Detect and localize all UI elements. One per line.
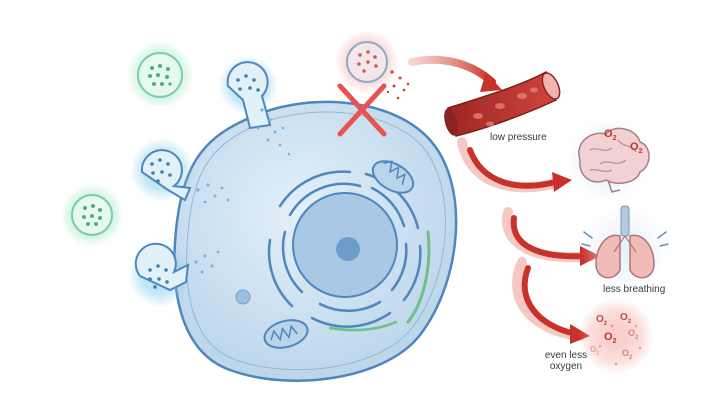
blocked-x-icon: [337, 83, 387, 137]
mitochondrion-icon: [371, 160, 415, 194]
svg-text:O2: O2: [596, 314, 608, 327]
mitochondrion-icon: [263, 319, 309, 349]
brain-icon: [566, 118, 650, 202]
even-less-oxygen-line1: even less: [544, 350, 588, 361]
svg-text:O2: O2: [590, 345, 599, 357]
nucleus-icon: [267, 170, 422, 328]
vesicle-icon: [335, 30, 410, 100]
vesicle-icon: [60, 183, 124, 247]
vesicle-icon: [218, 55, 291, 156]
lungs-icon: [581, 205, 669, 294]
vesicle-icon: [126, 41, 194, 109]
less-breathing-label: less breathing: [603, 284, 666, 295]
oxygen-cloud-icon: O2 O2 O2 O2 O2 O2: [578, 298, 654, 374]
vesicle-icon: [128, 242, 220, 307]
low-pressure-label: low pressure: [490, 132, 547, 143]
blood-vessel-icon: [444, 70, 561, 137]
vesicle-icon: [130, 138, 230, 204]
svg-text:O2: O2: [622, 348, 633, 361]
even-less-oxygen-label: even less oxygen: [536, 350, 596, 372]
svg-text:O2: O2: [620, 312, 632, 325]
even-less-oxygen-line2: oxygen: [549, 361, 583, 372]
svg-text:O2: O2: [628, 328, 639, 341]
